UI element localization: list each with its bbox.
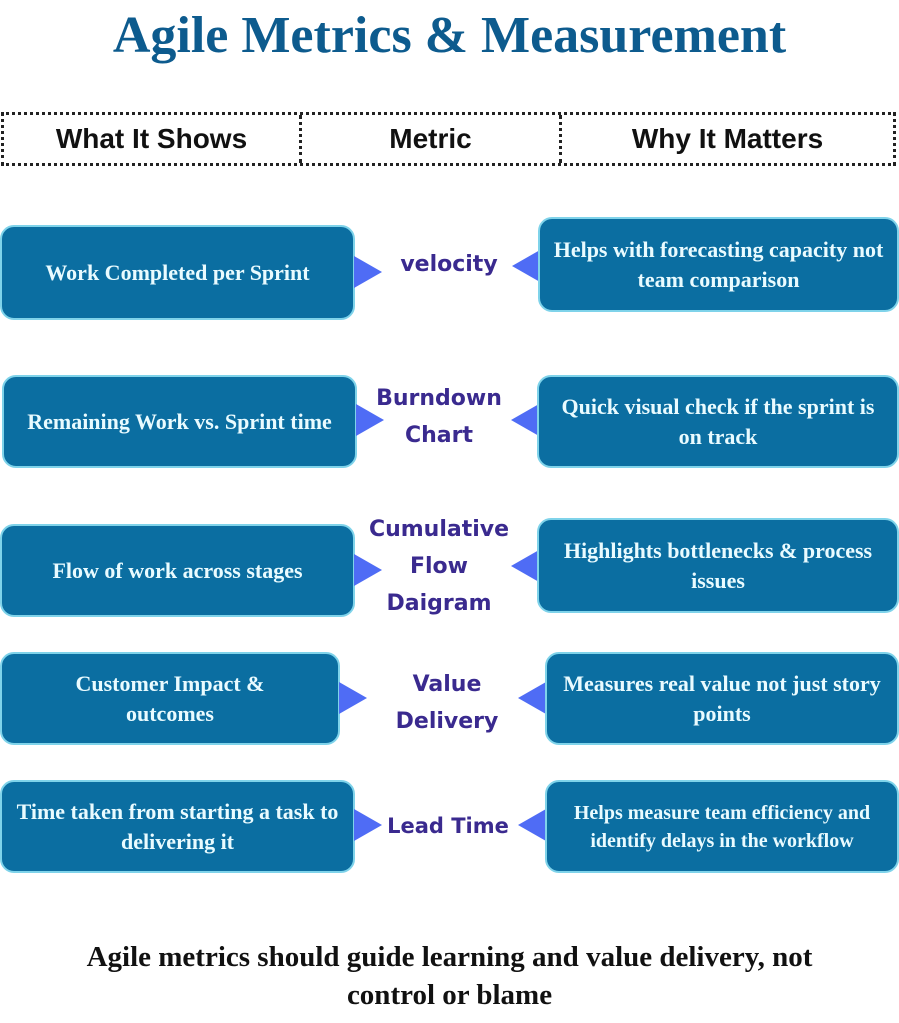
- arrow-right-icon: [339, 682, 367, 714]
- shows-box-velocity: Work Completed per Sprint: [0, 225, 355, 320]
- arrow-right-icon: [354, 256, 382, 288]
- arrow-left-icon: [518, 809, 546, 841]
- arrow-left-icon: [512, 250, 540, 282]
- metric-burndown-chart: Burndown Chart: [376, 386, 502, 448]
- metric-value-delivery: Value Delivery: [395, 672, 499, 734]
- footer-line-2: control or blame: [346, 979, 553, 1011]
- why-box-value-delivery: Measures real value not just story point…: [545, 652, 899, 745]
- metric-lead-time: Lead Time: [387, 814, 509, 838]
- header-what-it-shows: What It Shows: [4, 115, 302, 163]
- page-title: Agile Metrics & Measurement: [112, 7, 787, 64]
- arrow-left-icon: [511, 404, 539, 436]
- arrow-right-icon: [356, 404, 384, 436]
- arrow-right-icon: [354, 809, 382, 841]
- arrow-left-icon: [511, 550, 539, 582]
- arrow-left-icon: [518, 682, 546, 714]
- footer-note: Agile metrics should guide learning and …: [0, 938, 899, 1014]
- why-box-velocity: Helps with forecasting capacity not team…: [538, 217, 899, 312]
- shows-box-cfd: Flow of work across stages: [0, 524, 355, 617]
- why-box-lead-time: Helps measure team efficiency and identi…: [545, 780, 899, 873]
- header-why-it-matters: Why It Matters: [631, 123, 824, 154]
- column-header: What It Shows Metric Why It Matters: [1, 112, 896, 166]
- metric-cumulative-flow-diagram: Cumulative Flow Daigram: [368, 517, 510, 616]
- arrow-right-icon: [354, 554, 382, 586]
- shows-box-lead-time: Time taken from starting a task to deliv…: [0, 780, 355, 873]
- shows-box-value-delivery: Customer Impact & outcomes: [0, 652, 340, 745]
- header-metric: Metric: [302, 115, 562, 163]
- footer-line-1: Agile metrics should guide learning and …: [86, 941, 813, 973]
- shows-box-burndown: Remaining Work vs. Sprint time: [2, 375, 357, 468]
- metric-velocity: velocity: [400, 252, 498, 277]
- why-box-cfd: Highlights bottlenecks & process issues: [537, 518, 899, 613]
- why-box-burndown: Quick visual check if the sprint is on t…: [537, 375, 899, 468]
